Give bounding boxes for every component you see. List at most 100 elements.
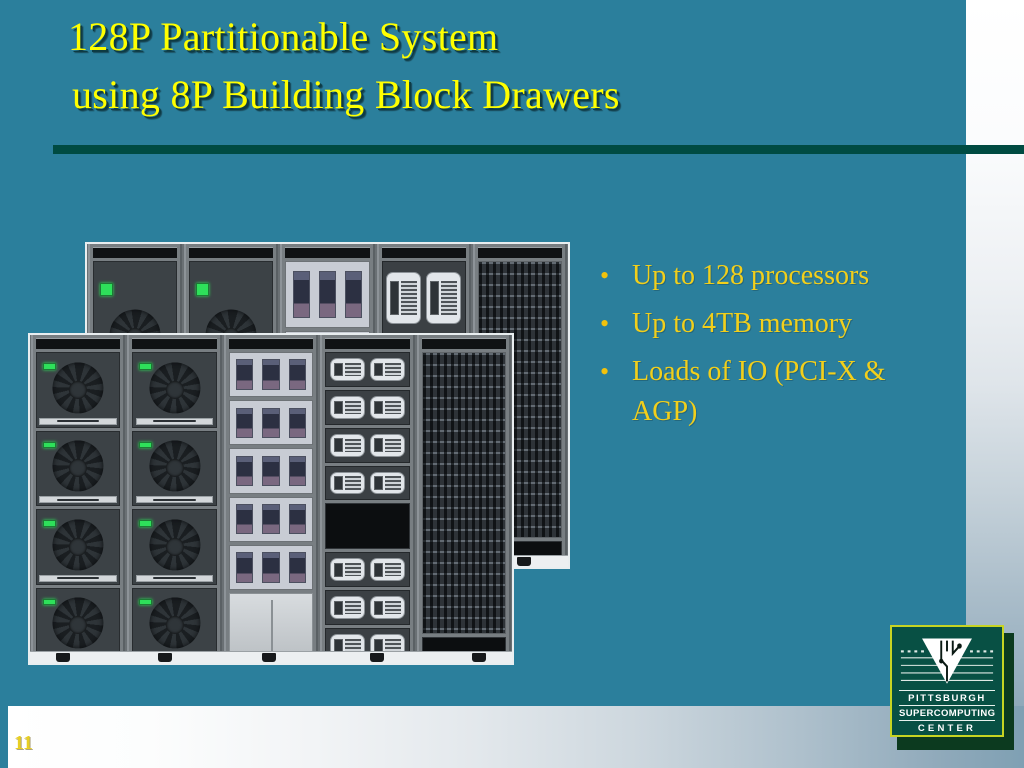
status-led-indicator — [42, 598, 56, 606]
processor-card — [236, 455, 254, 487]
logo-line-pittsburgh: PITTSBURGH — [908, 692, 986, 704]
processor-card — [236, 359, 254, 390]
drive-bay-vents — [385, 438, 402, 452]
title-line-2: using 8P Building Block Drawers — [72, 72, 620, 117]
drive-bay-vents — [385, 400, 402, 414]
drive-bay-module — [325, 590, 410, 626]
title-divider-rule — [53, 145, 1024, 154]
fan-module — [132, 509, 217, 585]
psc-triangle-circuit-icon — [899, 632, 995, 688]
drive-bay-latch — [333, 563, 343, 577]
rack-body — [228, 352, 314, 663]
drive-bay-vents — [385, 476, 402, 490]
drive-bay-latch — [373, 476, 384, 490]
fan-hub — [69, 380, 88, 399]
status-led-indicator — [139, 598, 153, 606]
drive-bay-vents — [344, 639, 361, 653]
rack-body — [36, 352, 121, 663]
rack-body — [421, 352, 507, 663]
rack-top-panel — [285, 247, 370, 258]
processor-card — [288, 455, 306, 487]
drive-bay — [329, 596, 365, 620]
logo-divider — [899, 705, 995, 706]
module-handle-bar — [135, 496, 214, 503]
fan-module — [36, 430, 121, 506]
processor-card — [288, 552, 306, 583]
drive-bay — [369, 471, 406, 495]
processor-card — [262, 455, 280, 487]
status-led-indicator — [42, 363, 56, 370]
drive-bay-latch — [373, 563, 384, 577]
rack-top-panel — [228, 338, 314, 349]
processor-card — [344, 271, 363, 318]
status-led-indicator — [139, 363, 153, 370]
rack-foot — [472, 653, 486, 662]
drive-bay-vents — [344, 362, 361, 377]
drive-bay — [426, 272, 462, 325]
server-rack-photo-front — [28, 333, 514, 665]
rack-body — [325, 352, 410, 663]
fan-module — [132, 352, 217, 428]
logo-divider — [899, 735, 995, 736]
bullet-text-3: Loads of IO (PCI-X & AGP) — [632, 356, 886, 427]
processor-card — [262, 552, 280, 583]
drive-bay-vents — [344, 601, 361, 615]
drive-bay-vents — [344, 563, 361, 577]
drive-bay — [329, 558, 365, 582]
drive-bay-vents — [385, 563, 402, 577]
drive-bay-latch — [333, 476, 343, 490]
drive-bay — [329, 395, 365, 419]
rack-top-panel — [132, 338, 217, 349]
module-handle-bar — [135, 574, 214, 582]
drive-bay — [329, 471, 365, 495]
status-led-indicator — [139, 520, 153, 527]
bullet-marker-icon: • — [600, 309, 610, 338]
bullet-text-2: Up to 4TB memory — [632, 308, 853, 339]
processor-card — [262, 359, 280, 390]
drive-bay — [369, 358, 406, 381]
rack-body — [132, 352, 217, 663]
drive-bay-module — [325, 427, 410, 463]
drive-bay-vents — [344, 476, 361, 490]
fan-module — [132, 430, 217, 506]
rack-group-front — [30, 335, 512, 663]
drive-bay-vents — [401, 281, 418, 315]
fan-hub — [165, 380, 184, 399]
drive-bay-vents — [344, 438, 361, 452]
drive-bay-vents — [385, 601, 402, 615]
rack-feet-strip — [30, 651, 512, 663]
module-handle-bar — [39, 417, 117, 425]
drive-bay — [369, 596, 406, 620]
rack-front-3 — [223, 335, 319, 663]
page-number: 11 — [14, 732, 33, 754]
drive-bay-vents — [344, 400, 361, 414]
drive-bay-latch — [373, 438, 384, 452]
processor-card — [288, 503, 306, 535]
rack-top-panel — [477, 247, 563, 258]
bullet-item-3: • Loads of IO (PCI-X & AGP) — [596, 352, 956, 432]
fan-hub — [165, 459, 184, 478]
bullet-list: • Up to 128 processors • Up to 4TB memor… — [596, 256, 956, 440]
logo-line-center: CENTER — [917, 722, 977, 734]
fan-hub — [165, 537, 184, 556]
module-handle-bar — [135, 417, 214, 425]
bullet-marker-icon: • — [600, 357, 610, 386]
card-cage-module — [228, 496, 314, 542]
drive-bay — [386, 272, 422, 325]
rack-foot — [262, 653, 276, 662]
logo-divider — [899, 720, 995, 721]
drive-bay-module — [325, 465, 410, 501]
drive-bay — [329, 358, 365, 381]
drive-bay — [369, 433, 406, 457]
status-led-indicator — [42, 520, 56, 527]
processor-card — [236, 407, 254, 439]
rack-foot — [370, 653, 384, 662]
drive-bay — [369, 395, 406, 419]
processor-card — [288, 359, 306, 390]
status-led-indicator — [99, 282, 113, 297]
status-led-indicator — [139, 441, 153, 449]
processor-card — [318, 271, 337, 318]
processor-card — [288, 407, 306, 439]
rack-top-panel — [93, 247, 178, 258]
rack-foot — [158, 653, 172, 662]
